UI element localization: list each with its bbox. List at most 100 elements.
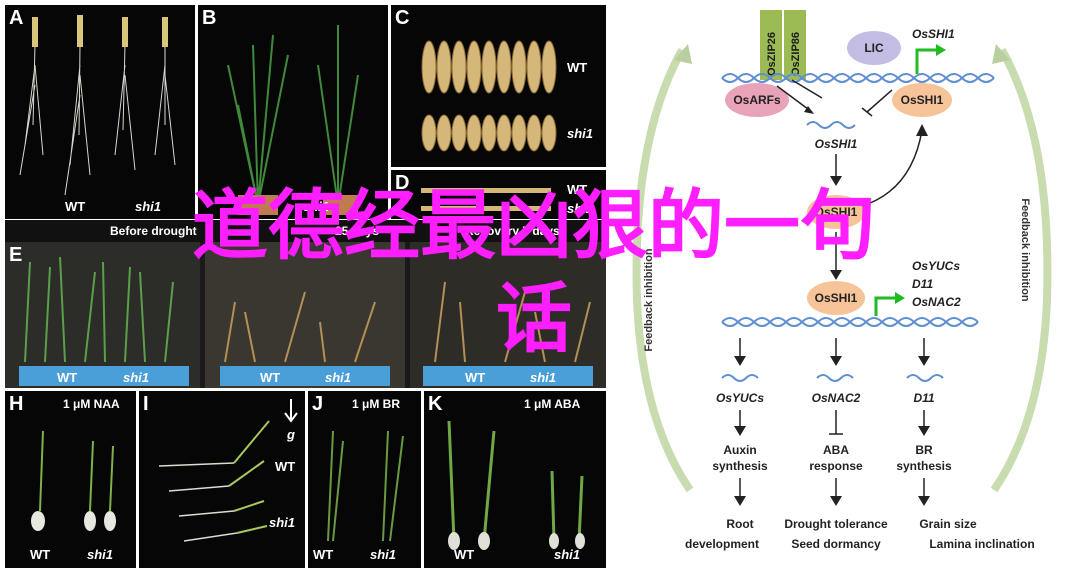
panel-i: I g WT shi1 <box>139 391 305 568</box>
target-gene-3: OsNAC2 <box>912 295 961 309</box>
col3-process-2: synthesis <box>896 459 952 473</box>
osarfs-label: OsARFs <box>733 93 781 107</box>
panel-d: D WT shi1 <box>391 170 606 219</box>
panel-h-treatment: 1 μM NAA <box>63 397 120 411</box>
strip-before-drought: Before drought <box>110 224 197 238</box>
ozip86-label: OsZIP86 <box>790 32 802 76</box>
panel-b-caption: shi1 <box>303 199 330 214</box>
osshi1-node-3-label: OsSHI1 <box>815 291 858 305</box>
panel-i-image <box>158 399 298 542</box>
feedback-arrowhead-right-icon <box>992 44 1010 64</box>
panel-d-label: D <box>395 172 410 194</box>
lic-node <box>847 31 901 65</box>
col1-process-1: Auxin <box>723 443 756 457</box>
col2-process-2: response <box>809 459 863 473</box>
panel-k-bottom-wt: WT <box>454 547 475 562</box>
osshi1-node-2 <box>807 195 865 229</box>
col1-process-2: synthesis <box>712 459 768 473</box>
osshi1-node-2-label: OsSHI1 <box>815 205 858 219</box>
mrna-osshi1 <box>806 121 856 129</box>
col3-out-2: Lamina inclination <box>929 537 1034 551</box>
col3-gene: D11 <box>913 391 934 405</box>
dna-top-2 <box>721 73 995 83</box>
panel-h-bottom-wt: WT <box>30 547 51 562</box>
feedback-left-label: Feedback inhibition <box>643 248 655 352</box>
panel-k: K 1 μM ABA WT shi1 <box>424 391 606 568</box>
osshi1-node-1 <box>892 83 952 117</box>
panel-h-image <box>31 430 116 531</box>
panel-i-g: g <box>287 427 295 442</box>
panel-a: A WT shi1 <box>5 5 195 219</box>
panel-e-tray1-wt: WT <box>57 370 78 385</box>
osarfs-node <box>725 83 789 117</box>
gravity-arrow-icon <box>284 399 298 423</box>
panel-j-bottom-wt: WT <box>313 547 334 562</box>
panel-e-label: E <box>9 244 23 266</box>
panel-c: C WT shi1 <box>391 5 606 167</box>
condition-strip: Before drought 25 days Recovery 7 days <box>5 220 606 242</box>
col2-process-1: ABA <box>823 443 849 457</box>
panel-b: B shi1 <box>198 5 388 219</box>
panel-e-tray3-wt: WT <box>465 370 486 385</box>
strip-recovery: Recovery 7 days <box>465 224 560 238</box>
panel-a-label: A <box>9 7 24 29</box>
lic-label: LIC <box>864 41 884 55</box>
target-promoter-arrow-icon <box>874 296 897 316</box>
osshi1-node-3 <box>807 281 865 315</box>
panel-i-wt: WT <box>275 459 296 474</box>
strip-days: 25 days <box>335 224 380 238</box>
panel-i-shi1: shi1 <box>269 515 296 530</box>
panel-e-tray2-wt: WT <box>260 370 281 385</box>
feedback-right-label: Feedback inhibition <box>1019 198 1031 302</box>
column-3: D11 BR synthesis Grain size Lamina incli… <box>896 338 1035 551</box>
col2-out-1: Drought tolerance <box>784 517 888 531</box>
top-promoter-arrow-icon <box>915 48 938 74</box>
panel-a-caption-wt: WT <box>65 199 86 214</box>
col3-process-1: BR <box>915 443 933 457</box>
regulatory-diagram: Feedback inhibition Feedback inhibition … <box>632 10 1052 551</box>
panel-k-label: K <box>428 393 443 415</box>
col1-out-1: Root <box>726 517 753 531</box>
panel-a-caption-shi1: shi1 <box>135 199 162 214</box>
panel-c-grains <box>421 40 557 152</box>
osshi1-top-label: OsSHI1 <box>912 27 955 41</box>
panel-d-row-shi1: shi1 <box>567 201 594 216</box>
target-gene-2: D11 <box>912 277 933 291</box>
target-gene-1: OsYUCs <box>912 259 960 273</box>
panel-k-image <box>447 420 585 550</box>
column-2: OsNAC2 ABA response Drought tolerance Se… <box>784 338 888 551</box>
panel-e-tray3-shi1: shi1 <box>530 370 557 385</box>
panel-h-label: H <box>9 393 24 415</box>
panel-e-tray2-shi1: shi1 <box>325 370 352 385</box>
panel-d-grains <box>421 188 551 211</box>
panel-h: H 1 μM NAA WT shi1 <box>5 391 136 568</box>
panel-j-image <box>327 430 404 542</box>
col2-out-2: Seed dormancy <box>791 537 881 551</box>
col2-gene: OsNAC2 <box>812 391 861 405</box>
panel-h-bottom-shi1: shi1 <box>87 547 114 562</box>
panel-e-image <box>5 242 606 388</box>
panel-j: J 1 μM BR WT shi1 <box>308 391 421 568</box>
dna-top-1 <box>721 73 995 83</box>
panel-b-label: B <box>202 7 217 29</box>
col1-gene: OsYUCs <box>716 391 764 405</box>
osshi1-node-1-label: OsSHI1 <box>901 93 944 107</box>
panel-c-label: C <box>395 7 410 29</box>
panel-j-treatment: 1 μM BR <box>352 397 401 411</box>
col1-out-2: development <box>685 537 759 551</box>
ozip26-box <box>760 10 782 80</box>
panel-k-bottom-shi1: shi1 <box>554 547 581 562</box>
panel-d-row-wt: WT <box>567 182 588 197</box>
panel-k-treatment: 1 μM ABA <box>524 397 581 411</box>
column-1: OsYUCs Auxin synthesis Root development <box>685 338 768 551</box>
panel-a-image <box>19 15 176 196</box>
panel-e-tray1-shi1: shi1 <box>123 370 150 385</box>
feedback-arc-right <box>990 48 1052 493</box>
ozip26-label: OsZIP26 <box>766 32 778 76</box>
col3-out-1: Grain size <box>919 517 977 531</box>
panel-b-image <box>227 25 359 215</box>
osshi1-gene-label: OsSHI1 <box>815 137 858 151</box>
feedback-arc-left <box>632 48 694 493</box>
panel-c-row-wt: WT <box>567 60 588 75</box>
panel-e: E WT shi1 WT shi1 WT shi1 <box>5 242 606 388</box>
